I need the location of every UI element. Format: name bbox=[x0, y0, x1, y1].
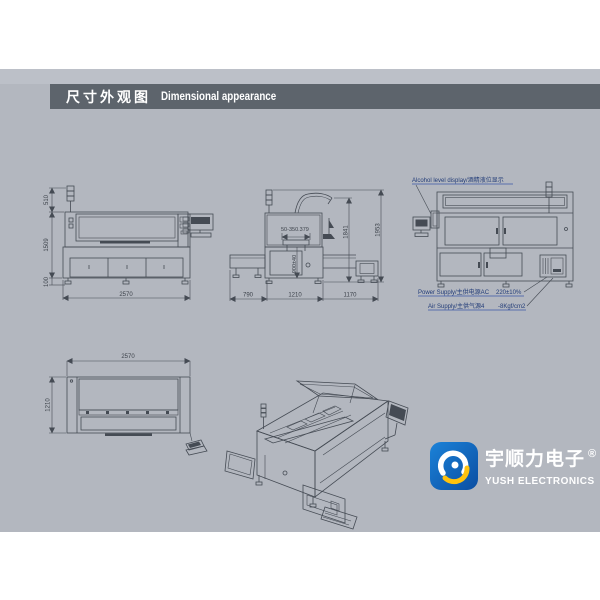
utility-inlet-box bbox=[539, 254, 567, 278]
dim-rail-height: 900±40 bbox=[292, 255, 298, 273]
side-view-drawing: 50-350.379 900±40 1841 1953 bbox=[229, 189, 384, 302]
front-feet bbox=[64, 278, 189, 285]
air-supply-label: Air Supply/主供气源4 bbox=[428, 302, 485, 310]
iso-signal-tower-icon bbox=[260, 403, 267, 429]
iso-monitor-icon bbox=[384, 400, 409, 440]
alcohol-level-label: Alcohol level display/酒精液位显示 bbox=[412, 176, 504, 184]
dim-1210-top: 1210 bbox=[46, 398, 52, 412]
power-supply-label: Power Supply/主供电源AC bbox=[418, 288, 490, 296]
rear-signal-tower-icon bbox=[545, 181, 553, 213]
dim-1841: 1841 bbox=[344, 225, 350, 239]
panel-top-strip bbox=[0, 69, 600, 84]
dim-2570-top: 2570 bbox=[121, 354, 135, 360]
spray-head bbox=[323, 218, 335, 239]
section-title-zh: 尺寸外观图 bbox=[66, 88, 151, 105]
alcohol-display-box bbox=[430, 210, 440, 229]
front-monitor-icon bbox=[182, 213, 214, 238]
dim-pcb-width: 50-350.379 bbox=[281, 227, 309, 233]
dim-790: 790 bbox=[243, 293, 254, 299]
dim-1953: 1953 bbox=[376, 223, 382, 237]
registered-mark: ® bbox=[588, 448, 597, 460]
iso-tray-assembly bbox=[302, 484, 358, 530]
top-view-drawing: 2570 1210 bbox=[46, 354, 208, 456]
dim-1170: 1170 bbox=[344, 293, 358, 299]
terminal-sketch bbox=[185, 432, 208, 456]
air-supply-value: -8Kgf/cm2 bbox=[498, 304, 526, 310]
dim-510: 510 bbox=[44, 194, 50, 205]
front-view-drawing: 510 1509 100 2570 bbox=[44, 185, 214, 301]
isometric-view-drawing bbox=[224, 380, 409, 530]
rear-monitor-icon bbox=[412, 216, 431, 237]
side-signal-tower-icon bbox=[265, 189, 273, 213]
front-signal-tower-icon bbox=[66, 185, 75, 212]
logo-swirl-icon bbox=[430, 442, 478, 490]
spray-arm bbox=[294, 192, 333, 214]
rear-view-drawing: Alcohol level display/酒精液位显示 bbox=[412, 176, 574, 311]
dim-1210-side: 1210 bbox=[288, 293, 302, 299]
logo-name-zh: 宇顺力电子 bbox=[485, 449, 586, 470]
section-title-en: Dimensional appearance bbox=[161, 90, 277, 103]
section-header: 尺寸外观图 Dimensional appearance bbox=[50, 84, 600, 109]
infeed-conveyor bbox=[229, 254, 266, 278]
power-supply-value: 220±10% bbox=[496, 290, 522, 296]
dim-1509: 1509 bbox=[44, 238, 50, 252]
dim-2570-front: 2570 bbox=[119, 292, 133, 298]
dim-100: 100 bbox=[44, 276, 50, 287]
company-logo: 宇顺力电子® YUSH ELECTRONICS bbox=[425, 438, 597, 510]
logo-name-en: YUSH ELECTRONICS bbox=[485, 475, 595, 487]
outfeed-conveyor bbox=[323, 254, 379, 283]
